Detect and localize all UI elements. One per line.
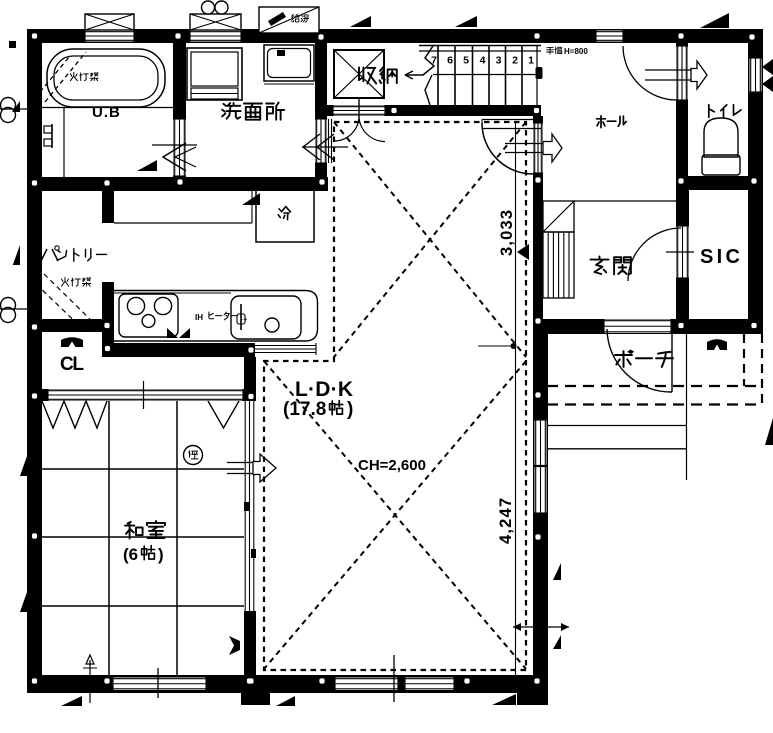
svg-text:SIC: SIC [700,246,740,268]
svg-text:CL: CL [60,354,84,375]
svg-text:2: 2 [512,55,518,67]
svg-text:4: 4 [480,55,486,67]
svg-text:1: 1 [528,55,534,67]
svg-text:(17.8: (17.8 [283,399,326,420]
svg-text:3,033: 3,033 [498,209,516,256]
svg-text:(6: (6 [123,545,138,564]
svg-text:U.B: U.B [92,104,121,121]
svg-text:IH: IH [195,313,203,322]
svg-text:): ) [158,545,164,564]
svg-text:): ) [347,399,353,420]
svg-text:L·D·K: L·D·K [295,378,353,401]
svg-text:→: → [239,313,249,324]
svg-text:6: 6 [447,55,453,67]
svg-text:H=800: H=800 [564,47,588,56]
svg-text:CH=2,600: CH=2,600 [358,457,426,474]
svg-text:5: 5 [463,55,469,67]
svg-text:4,247: 4,247 [497,497,515,544]
svg-text:7: 7 [431,55,437,67]
svg-text:3: 3 [496,55,502,67]
